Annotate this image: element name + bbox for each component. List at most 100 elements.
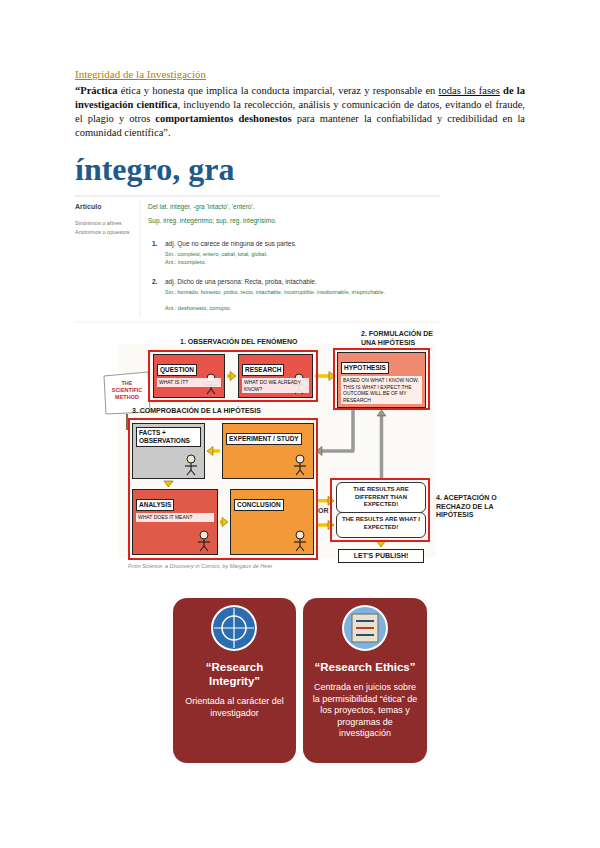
arrow-head <box>207 447 213 456</box>
speech-bubble: THE RESULTS ARE WHAT I EXPECTED! <box>336 512 426 538</box>
flow-arrow <box>315 372 335 381</box>
stage-heading: 4. ACEPTACIÓN O RECHAZO DE LA HIPÓTESIS <box>436 494 498 520</box>
figure-head <box>207 374 215 382</box>
sign-text: THE SCIENTIFIC METHOD <box>107 380 147 401</box>
figure-leg <box>211 389 215 394</box>
paragraph-segment: ética y honesta que implica la conducta … <box>121 85 436 96</box>
panel-note: WHAT DO WE ALREADY KNOW? <box>242 378 309 393</box>
comic-panel: ANALYSISWHAT DOES IT MEAN? <box>132 489 218 555</box>
column-line <box>140 200 141 318</box>
arrow-head <box>164 481 173 487</box>
flow-arrow <box>164 481 173 487</box>
page-title: Integridad de la Investigación <box>75 68 206 80</box>
stage-heading: 2. FORMULACIÓN DE UNA HIPÓTESIS <box>361 330 435 347</box>
bubble-text: THE RESULTS ARE WHAT I EXPECTED! <box>341 516 421 531</box>
panel-title: FACTS + OBSERVATIONS <box>136 427 201 447</box>
comic-figure <box>194 530 214 552</box>
concept-box: “Research Integrity” Orientada al carácte… <box>173 598 296 763</box>
figure-leg <box>207 389 211 394</box>
comic-figure <box>290 454 310 476</box>
arrow-head <box>230 372 236 381</box>
flow-arrow <box>377 410 386 480</box>
comic-panel: EXPERIMENT / STUDY <box>222 423 314 479</box>
figure-body <box>298 382 299 389</box>
flow-arrow <box>227 372 236 381</box>
stage-heading: 1. OBSERVACIÓN DEL FENÓMENO <box>180 338 340 347</box>
paragraph-segment: “Práctica <box>75 85 118 96</box>
figure-head <box>187 455 195 463</box>
arrow-line <box>213 449 220 453</box>
figure-arms <box>294 465 306 466</box>
concept-text: Orientada al carácter del investigador <box>181 696 288 719</box>
integrity-icon <box>212 606 256 650</box>
stage-region: 4. ACEPTACIÓN O RECHAZO DE LA HIPÓTESIST… <box>330 478 430 542</box>
figure-head <box>296 531 304 539</box>
figure-caption: From Science: a Discovery in Comics, by … <box>128 563 368 569</box>
integrity-icon <box>233 608 234 648</box>
figure-leg <box>300 546 304 551</box>
arrow-line <box>380 416 384 480</box>
ethics-icon <box>356 627 374 629</box>
speech-bubble: THE RESULTS ARE DIFFERENT THAN EXPECTED! <box>336 482 426 513</box>
ethics-icon <box>356 620 374 622</box>
antonyms: Ant.: deshonesto, corrupto. <box>165 305 435 312</box>
integrity-icon <box>222 616 246 640</box>
panel-title: HYPOTHESIS <box>341 362 389 374</box>
figure-head <box>200 531 208 539</box>
concept-title: “Research Ethics” <box>311 660 419 674</box>
flow-arrow <box>316 410 353 456</box>
arrow-head <box>377 410 386 416</box>
flow-arrow <box>220 518 228 527</box>
panel-title: QUESTION <box>157 364 197 376</box>
integrity-icon <box>214 627 254 628</box>
concept-box: “Research Ethics” Centrada en juicios sob… <box>303 598 427 763</box>
figure-leg <box>300 470 304 475</box>
comic-figure <box>181 454 201 476</box>
definition-paragraph: “Práctica ética y honesta que implica la… <box>75 84 525 140</box>
divider-line <box>75 196 440 197</box>
panel-note: WHAT DOES IT MEAN? <box>136 513 214 522</box>
panel-title: CONCLUSION <box>234 499 284 511</box>
synonyms: Sin.: completo, entero, cabal, total, gl… <box>165 251 435 258</box>
panel-title: EXPERIMENT / STUDY <box>226 433 302 445</box>
comic-panel: FACTS + OBSERVATIONS <box>132 423 205 479</box>
publish-box: LET'S PUBLISH! <box>338 549 424 563</box>
sense-text: adj. Que no carece de ninguna de sus par… <box>165 240 435 248</box>
ethics-icon <box>356 634 374 636</box>
sense-text: adj. Dicho de una persona: Recta, proba,… <box>165 278 435 286</box>
arrow-line <box>220 520 222 524</box>
concept-title: “Research Integrity” <box>181 660 288 688</box>
panel-note: BASED ON WHAT I KNOW NOW, THIS IS WHAT I… <box>341 376 422 404</box>
figure-arms <box>205 384 217 385</box>
figure-body <box>210 382 211 389</box>
flow-arrow <box>207 447 220 456</box>
figure-leg <box>296 546 300 551</box>
arrow-line <box>227 374 230 378</box>
superlative: Sup. irreg. integérrimo; sup. reg. integ… <box>148 217 438 225</box>
arrow-line <box>322 410 353 451</box>
figure-head <box>296 455 304 463</box>
sense-number: 1. <box>152 240 164 248</box>
panel-title: RESEARCH <box>242 364 284 376</box>
side-label: Artículo <box>75 203 137 211</box>
concept-text: Centrada en juicios sobre la permisibili… <box>311 682 419 740</box>
figure-head <box>295 374 303 382</box>
panel-note: WHAT IS IT? <box>157 378 221 387</box>
comic-panel: HYPOTHESIS BASED ON WHAT I KNOW NOW, THIS… <box>337 352 426 408</box>
stage-region: 2. FORMULACIÓN DE UNA HIPÓTESISHYPOTHESI… <box>333 348 430 410</box>
ethics-icon <box>343 606 387 650</box>
headword: íntegro, gra <box>75 150 455 188</box>
stage-heading: 3. COMPROBACIÓN DE LA HIPÓTESIS <box>132 407 320 416</box>
etymology: Del lat. integer, -gra 'intacto', 'enter… <box>148 203 438 211</box>
joint-line <box>298 594 301 612</box>
stage-region: 3. COMPROBACIÓN DE LA HIPÓTESISFACTS + O… <box>128 418 318 560</box>
ethics-icon <box>352 614 378 642</box>
figure-leg <box>204 546 208 551</box>
figure-arms <box>293 384 305 385</box>
figure-arms <box>185 465 197 466</box>
paragraph-segment: comportamientos deshonestos <box>155 113 291 124</box>
sense-number: 2. <box>152 278 164 286</box>
figure-leg <box>200 546 204 551</box>
divider-line <box>75 322 440 323</box>
paragraph-segment: todas las fases <box>439 85 500 96</box>
